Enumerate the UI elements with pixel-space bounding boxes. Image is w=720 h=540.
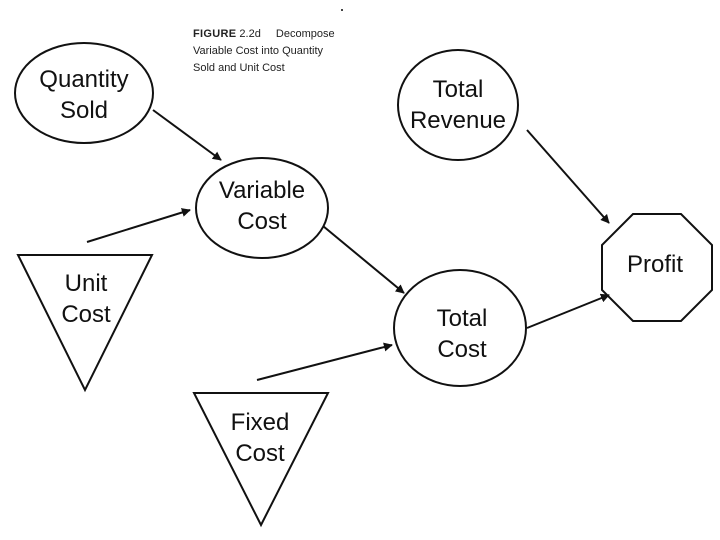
edge-total-cost-to-profit (526, 293, 610, 329)
scan-speck (341, 9, 343, 11)
variable-cost-label: Variable Cost (202, 175, 322, 237)
fixed-cost-node (192, 392, 330, 528)
total-revenue-label-line-1: Total (432, 76, 484, 103)
unit-cost-label: Unit Cost (36, 268, 136, 330)
caption-line-2: Variable Cost into Quantity (193, 45, 324, 57)
total-revenue-label: Total Revenue (398, 74, 518, 136)
quantity-sold-node (14, 42, 154, 144)
figure-caption: FIGURE 2.2d Decompose Variable Cost into… (193, 26, 335, 77)
fixed-cost-label-line-2: Cost (235, 440, 285, 467)
variable-cost-label-line-1: Variable (218, 177, 306, 204)
total-revenue-label-line-2: Revenue (409, 107, 507, 134)
edge-fixed-cost-to-total-cost (256, 342, 393, 381)
caption-heading: FIGURE 2.2d Decompose (193, 26, 335, 43)
total-cost-node (393, 269, 527, 387)
unit-cost-node (16, 254, 154, 393)
edge-unit-cost-to-variable-cost (86, 208, 191, 243)
edge-quantity-sold-to-variable-cost (152, 109, 222, 161)
unit-cost-label-line-1: Unit (64, 270, 108, 297)
profit-label: Profit (610, 249, 700, 280)
fixed-cost-label: Fixed Cost (210, 407, 310, 469)
unit-cost-label-line-2: Cost (61, 301, 111, 328)
quantity-sold-label-line-1: Quantity (39, 66, 129, 93)
total-cost-label: Total Cost (412, 303, 512, 365)
total-cost-label-line-1: Total (436, 305, 488, 332)
caption-line-1: Decompose (275, 28, 335, 40)
profit-node (601, 213, 713, 322)
total-cost-label-line-2: Cost (437, 336, 487, 363)
variable-cost-label-line-2: Cost (237, 208, 287, 235)
quantity-sold-label: Quantity Sold (24, 64, 144, 126)
quantity-sold-label-line-2: Sold (59, 97, 109, 124)
edge-total-revenue-to-profit (526, 129, 610, 224)
figure-label: FIGURE (193, 28, 237, 40)
caption-line-3: Sold and Unit Cost (193, 62, 285, 74)
total-revenue-node (397, 49, 519, 161)
figure-number: 2.2d (239, 28, 261, 40)
edge-variable-cost-to-total-cost (322, 225, 405, 294)
profit-label-line-1: Profit (626, 251, 683, 278)
variable-cost-node (195, 157, 329, 259)
fixed-cost-label-line-1: Fixed (230, 409, 290, 436)
